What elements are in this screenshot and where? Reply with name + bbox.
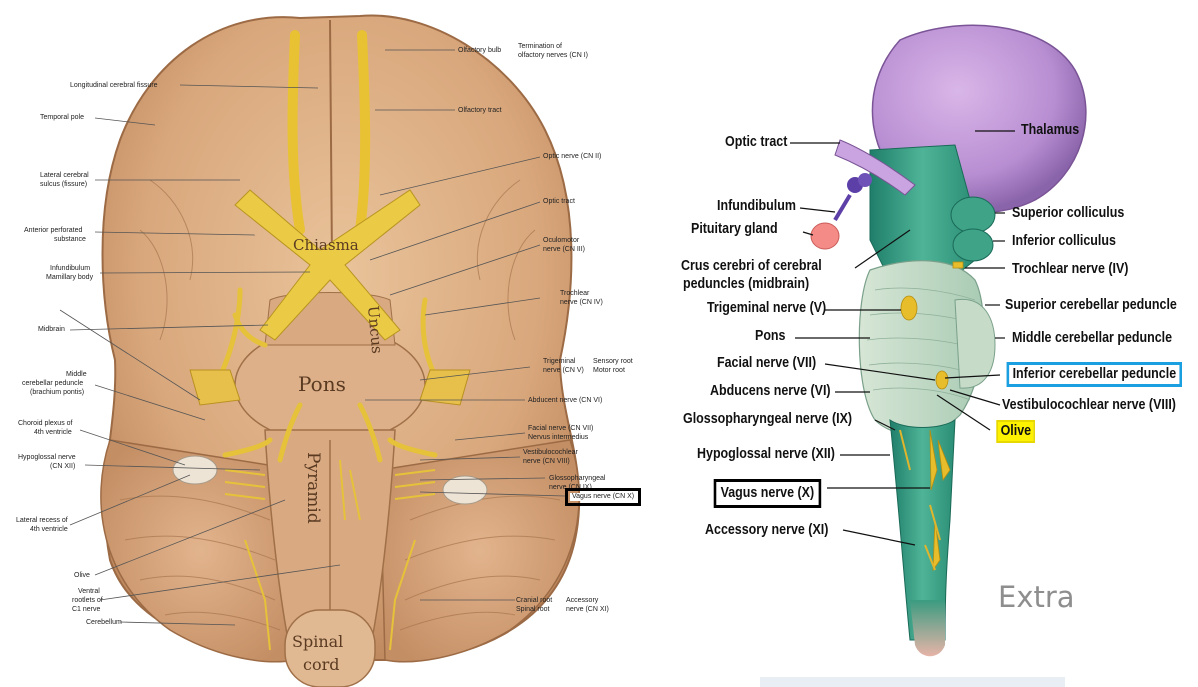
label-oculomotor: Oculomotor bbox=[543, 237, 579, 245]
label-anterior-perforated-2: substance bbox=[54, 236, 86, 244]
label-inferior-cerebellar-peduncle-highlighted: Inferior cerebellar peduncle bbox=[1010, 366, 1179, 383]
label-accessory-nerve: Accessory nerve (XI) bbox=[705, 522, 828, 539]
label-choroid-2: 4th ventricle bbox=[34, 429, 72, 437]
label-lateral-sulcus: Lateral cerebral bbox=[40, 172, 89, 180]
label-middle-cp-3: (brachium pontis) bbox=[30, 389, 84, 397]
spinal-word: Spinal bbox=[292, 632, 343, 651]
label-optic-tract: Optic tract bbox=[543, 198, 575, 206]
label-optic-nerve: Optic nerve (CN II) bbox=[543, 153, 601, 161]
label-thalamus: Thalamus bbox=[1021, 122, 1079, 139]
label-vestibulocochlear-nerve: Vestibulocochlear nerve (VIII) bbox=[1002, 397, 1176, 414]
label-ventral-rootlets-2: rootlets of bbox=[72, 597, 103, 605]
label-pons: Pons bbox=[755, 328, 785, 345]
label-olfactory-bulb: Olfactory bulb bbox=[458, 47, 501, 55]
label-ventral-rootlets-3: C1 nerve bbox=[72, 606, 100, 614]
label-ventral-rootlets: Ventral bbox=[78, 588, 100, 596]
label-spinal-root: Spinal root bbox=[516, 606, 549, 614]
label-accessory: Accessory bbox=[566, 597, 598, 605]
label-vagus-highlighted: Vagus nerve (CN X) bbox=[570, 493, 636, 501]
label-hypoglossal-nerve: Hypoglossal nerve (XII) bbox=[697, 446, 835, 463]
label-accessory-2: nerve (CN XI) bbox=[566, 606, 609, 614]
label-vestibulocochlear: Vestibulocochlear bbox=[523, 449, 578, 457]
label-cerebellum: Cerebellum bbox=[86, 619, 122, 627]
chiasma-word: Chiasma bbox=[293, 236, 359, 254]
label-mamillary-body: Mamillary body bbox=[46, 274, 93, 282]
label-longitudinal-fissure: Longitudinal cerebral fissure bbox=[70, 82, 158, 90]
label-motor-root: Motor root bbox=[593, 367, 625, 375]
label-crus-cerebri-2: peduncles (midbrain) bbox=[683, 276, 809, 293]
label-crus-cerebri: Crus cerebri of cerebral bbox=[681, 258, 822, 275]
extra-label: Extra bbox=[998, 580, 1075, 614]
label-middle-cerebellar-peduncle: Middle cerebellar peduncle bbox=[1012, 330, 1172, 347]
label-superior-colliculus: Superior colliculus bbox=[1012, 205, 1124, 222]
label-anterior-perforated: Anterior perforated bbox=[24, 227, 82, 235]
label-infundibulum: Infundibulum bbox=[717, 198, 796, 215]
label-hypoglossal: Hypoglossal nerve bbox=[18, 454, 76, 462]
label-choroid: Choroid plexus of bbox=[18, 420, 72, 428]
label-facial-nerve: Facial nerve (VII) bbox=[717, 355, 816, 372]
label-glossopharyngeal-2: nerve (CN IX) bbox=[549, 484, 592, 492]
label-trochlear: Trochlear bbox=[560, 290, 589, 298]
label-lateral-recess: Lateral recess of bbox=[16, 517, 68, 525]
label-superior-cerebellar-peduncle: Superior cerebellar peduncle bbox=[1005, 297, 1177, 314]
label-olive: Olive bbox=[74, 572, 90, 580]
label-hypoglossal-2: (CN XII) bbox=[50, 463, 75, 471]
label-intermedius: Nervus intermedius bbox=[528, 434, 588, 442]
cord-word: cord bbox=[303, 655, 339, 674]
label-oculomotor-2: nerve (CN III) bbox=[543, 246, 585, 254]
label-lateral-recess-2: 4th ventricle bbox=[30, 526, 68, 534]
label-trochlear-nerve: Trochlear nerve (IV) bbox=[1012, 261, 1128, 278]
label-facial: Facial nerve (CN VII) bbox=[528, 425, 593, 433]
label-infundibulum: Infundibulum bbox=[50, 265, 90, 273]
label-middle-cp: Middle bbox=[66, 371, 87, 379]
label-abducent: Abducent nerve (CN VI) bbox=[528, 397, 602, 405]
pyramid-word: Pyramid bbox=[303, 452, 323, 524]
label-glossopharyngeal-nerve: Glossopharyngeal nerve (IX) bbox=[683, 411, 852, 428]
label-olfactory-tract: Olfactory tract bbox=[458, 107, 502, 115]
ventral-brain-illustration: Chiasma Uncus Pons Pyramid Spinal cord O… bbox=[0, 0, 650, 687]
label-middle-cp-2: cerebellar peduncle bbox=[22, 380, 83, 388]
label-vestibulocochlear-2: nerve (CN VIII) bbox=[523, 458, 570, 466]
label-optic-tract: Optic tract bbox=[725, 134, 787, 151]
label-temporal-pole: Temporal pole bbox=[40, 114, 84, 122]
label-trigeminal: Trigeminal bbox=[543, 358, 575, 366]
label-sensory-root: Sensory root bbox=[593, 358, 633, 366]
pons-word: Pons bbox=[298, 372, 346, 396]
brain-base-drawing bbox=[0, 0, 650, 687]
label-pituitary-gland: Pituitary gland bbox=[691, 221, 778, 238]
label-trochlear-2: nerve (CN IV) bbox=[560, 299, 603, 307]
label-cranial-root: Cranial root bbox=[516, 597, 552, 605]
label-glossopharyngeal: Glossopharyngeal bbox=[549, 475, 605, 483]
label-lateral-sulcus-2: sulcus (fissure) bbox=[40, 181, 87, 189]
label-abducens-nerve: Abducens nerve (VI) bbox=[710, 383, 831, 400]
label-vagus-nerve-highlighted: Vagus nerve (X) bbox=[718, 484, 817, 503]
label-trigeminal-2: nerve (CN V) bbox=[543, 367, 584, 375]
brainstem-lateral-illustration: Thalamus Optic tract Infundibulum Pituit… bbox=[655, 0, 1198, 687]
label-termination-2: olfactory nerves (CN I) bbox=[518, 52, 588, 60]
label-trigeminal-nerve: Trigeminal nerve (V) bbox=[707, 300, 826, 317]
label-termination: Termination of bbox=[518, 43, 562, 51]
label-midbrain: Midbrain bbox=[38, 326, 65, 334]
label-inferior-colliculus: Inferior colliculus bbox=[1012, 233, 1116, 250]
bottom-strip bbox=[760, 677, 1065, 687]
label-olive-highlighted: Olive bbox=[998, 422, 1034, 441]
